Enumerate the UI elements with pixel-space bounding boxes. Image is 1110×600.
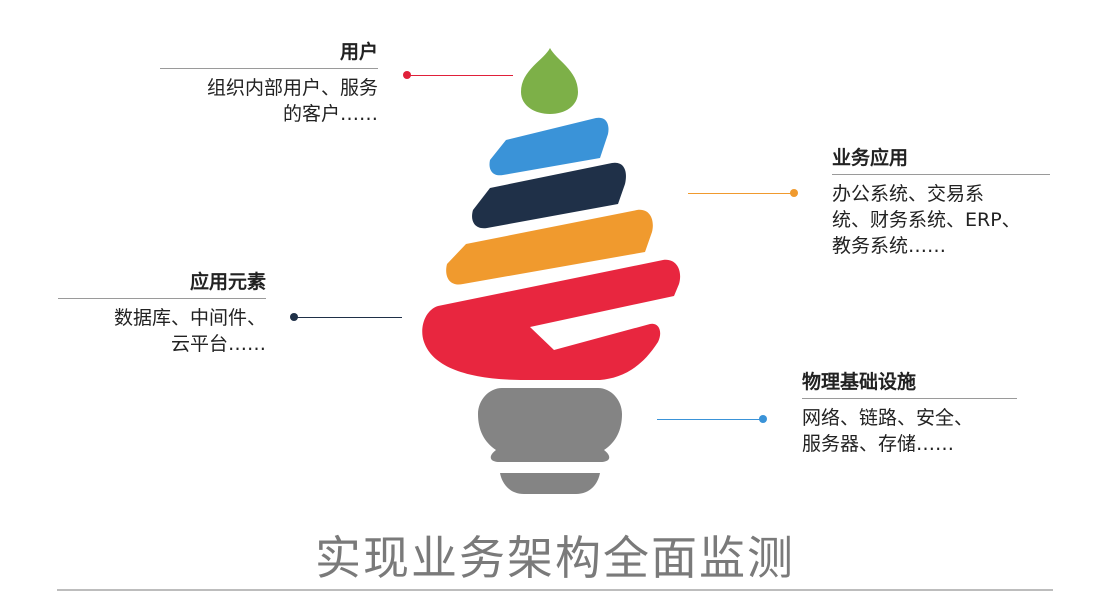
business-desc: 办公系统、交易系 统、财务系统、ERP、 教务系统…… bbox=[832, 181, 1050, 259]
base-cap bbox=[500, 473, 600, 494]
user-desc-line: 组织内部用户、服务 bbox=[206, 77, 378, 99]
layer-navy bbox=[472, 162, 626, 229]
business-desc-line: 教务系统…… bbox=[832, 235, 947, 257]
business-title: 业务应用 bbox=[832, 146, 1050, 175]
business-desc-line: 办公系统、交易系 bbox=[832, 183, 985, 205]
business-connector-dot bbox=[790, 189, 798, 197]
bottom-divider bbox=[57, 589, 1053, 591]
elements-connector-dot bbox=[290, 313, 298, 321]
business-connector-line bbox=[688, 193, 794, 194]
physical-connector-dot bbox=[759, 415, 767, 423]
user-connector-line bbox=[407, 75, 513, 76]
physical-title: 物理基础设施 bbox=[802, 370, 1017, 399]
physical-desc-line: 服务器、存储…… bbox=[802, 433, 955, 455]
user-title: 用户 bbox=[160, 40, 378, 69]
user-desc: 组织内部用户、服务 的客户…… bbox=[160, 75, 378, 127]
elements-connector-line bbox=[294, 317, 402, 318]
layer-orange bbox=[446, 209, 653, 285]
user-desc-line: 的客户…… bbox=[282, 103, 378, 125]
elements-desc: 数据库、中间件、 云平台…… bbox=[58, 305, 266, 357]
elements-title: 应用元素 bbox=[58, 270, 266, 299]
user-connector-dot bbox=[403, 71, 411, 79]
layer-red bbox=[422, 259, 681, 380]
layer-blue bbox=[489, 117, 609, 176]
drop-shape bbox=[521, 48, 578, 114]
business-desc-line: 统、财务系统、ERP、 bbox=[832, 209, 1021, 231]
business-block: 业务应用 办公系统、交易系 统、财务系统、ERP、 教务系统…… bbox=[832, 146, 1050, 259]
elements-block: 应用元素 数据库、中间件、 云平台…… bbox=[58, 270, 266, 357]
user-block: 用户 组织内部用户、服务 的客户…… bbox=[160, 40, 378, 127]
physical-connector-line bbox=[657, 419, 763, 420]
physical-block: 物理基础设施 网络、链路、安全、 服务器、存储…… bbox=[802, 370, 1017, 457]
main-title: 实现业务架构全面监测 bbox=[315, 531, 795, 585]
physical-desc-line: 网络、链路、安全、 bbox=[802, 407, 974, 429]
elements-desc-line: 数据库、中间件、 bbox=[113, 307, 266, 329]
physical-desc: 网络、链路、安全、 服务器、存储…… bbox=[802, 405, 1017, 457]
elements-desc-line: 云平台…… bbox=[170, 333, 266, 355]
base-gray bbox=[478, 388, 622, 462]
